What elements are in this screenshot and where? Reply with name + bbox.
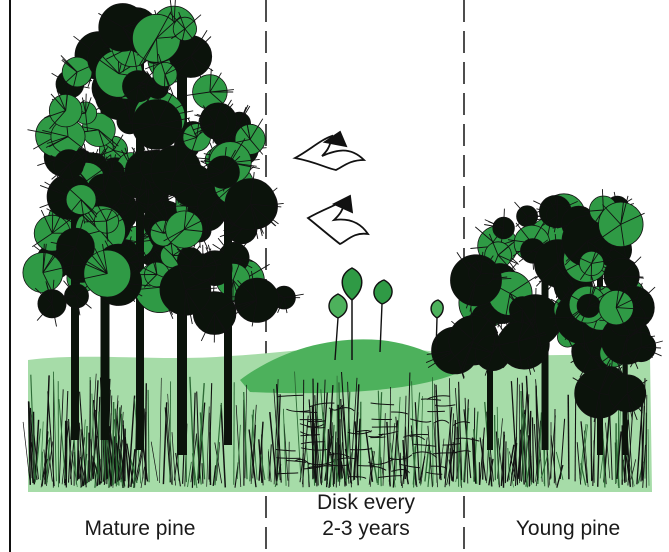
label-mature-pine: Mature pine: [40, 516, 240, 542]
label-disk-line1: Disk every: [268, 490, 464, 516]
label-young-pine: Young pine: [468, 516, 668, 542]
label-disk-line2: 2-3 years: [268, 516, 464, 542]
grass-ground: [23, 339, 652, 492]
bird-icon: [295, 132, 368, 244]
label-disk-every: Disk every 2-3 years: [268, 490, 464, 542]
